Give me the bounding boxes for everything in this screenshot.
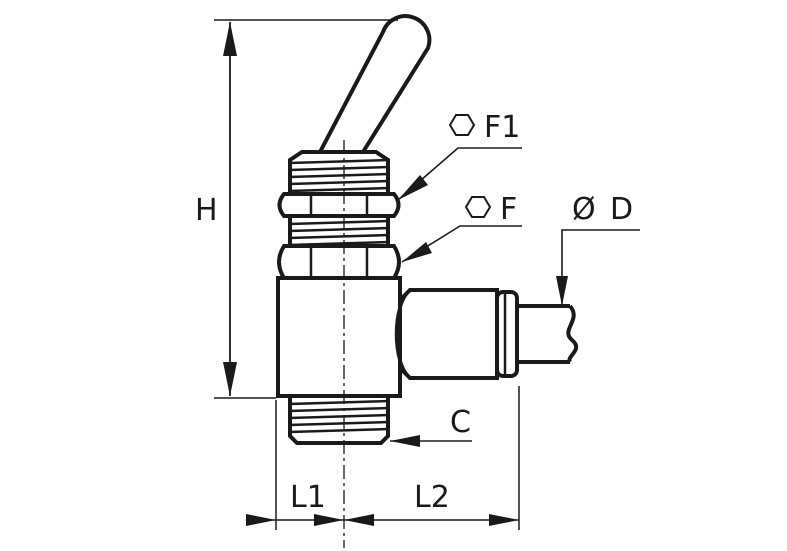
label-f: F [500, 192, 517, 227]
tube [517, 304, 579, 364]
valve-body [276, 276, 402, 398]
dimension-l2: L2 [344, 480, 519, 526]
label-h: H [195, 193, 218, 228]
label-c: C [450, 405, 471, 440]
side-outlet [394, 288, 519, 380]
top-thread [288, 150, 390, 194]
leader-c: C [390, 405, 472, 447]
dimension-l1: L1 [246, 480, 344, 526]
lever-handle [318, 14, 432, 154]
extension-lines [275, 386, 520, 530]
mid-thread [288, 214, 390, 248]
label-l2: L2 [414, 480, 450, 515]
label-l1: L1 [290, 480, 326, 515]
leader-f1: F1 [397, 110, 522, 201]
label-d: D [610, 192, 633, 227]
hexagon-icon [448, 114, 476, 136]
leader-f: F [401, 192, 522, 263]
dimension-h: H [195, 19, 398, 399]
hexagon-icon [464, 196, 492, 218]
diameter-symbol: Ø [572, 192, 596, 227]
bottom-thread [288, 396, 390, 445]
leader-d: Ø D [556, 192, 640, 306]
hex-nut-f [277, 244, 401, 280]
label-f1: F1 [484, 110, 520, 145]
hex-nut-f1 [277, 192, 401, 218]
